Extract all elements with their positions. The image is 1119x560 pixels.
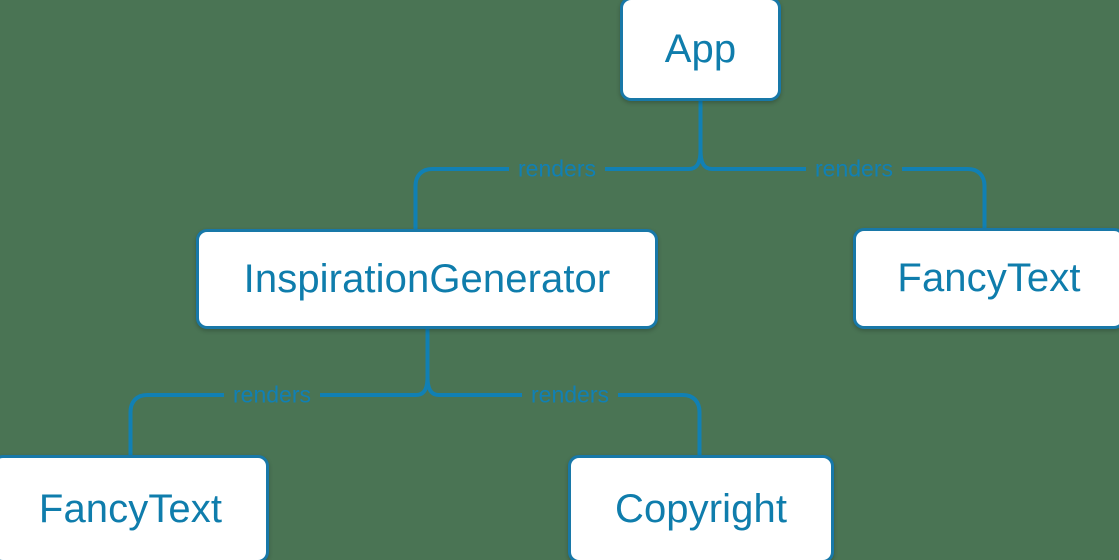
node-inspirationgenerator-label: InspirationGenerator (243, 256, 611, 301)
edge-label-inspirationgenerator-to-fancytext-bottom: renders (224, 381, 320, 409)
node-fancytext-right-label: FancyText (897, 256, 1081, 300)
node-copyright-label: Copyright (614, 486, 788, 531)
edge-inspirationgenerator-junction (425, 329, 440, 397)
node-app[interactable]: App (620, 0, 781, 101)
node-copyright[interactable]: Copyright (568, 455, 834, 560)
node-app-label: App (664, 26, 737, 71)
node-fancytext-right[interactable]: FancyText (853, 228, 1119, 329)
edge-label-inspirationgenerator-to-copyright: renders (522, 381, 618, 409)
edge-app-junction-left (688, 149, 703, 171)
node-fancytext-bottom-label: FancyText (38, 486, 223, 531)
edge-app-junction (698, 101, 713, 171)
node-inspirationgenerator[interactable]: InspirationGenerator (196, 229, 658, 329)
edge-label-app-to-inspirationgenerator: renders (509, 155, 605, 183)
edge-inspirationgenerator-junction-left (415, 376, 430, 397)
node-fancytext-bottom[interactable]: FancyText (0, 455, 269, 560)
edge-label-app-to-fancytext-right: renders (806, 155, 902, 183)
